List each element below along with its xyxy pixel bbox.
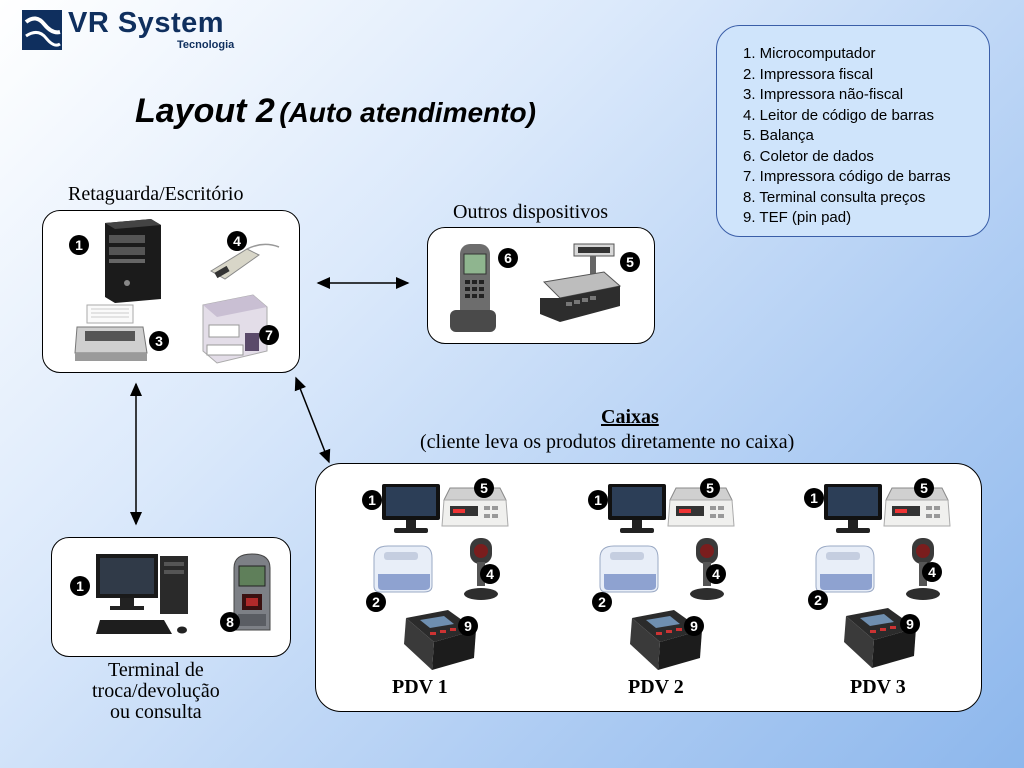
- title-main: Layout 2: [135, 92, 275, 130]
- pdv-group-1: 1 5 4 2 9 PDV 1: [362, 478, 582, 698]
- data-collector-icon: [450, 244, 496, 332]
- badge-2: 2: [592, 592, 612, 612]
- badge-4: 4: [706, 564, 726, 584]
- pdv-label: PDV 1: [392, 676, 448, 698]
- legend-item: 6. Coletor de dados: [743, 147, 874, 165]
- badge-4: 4: [227, 231, 247, 251]
- monitor-icon: [824, 484, 882, 533]
- company-logo: VR System Tecnologia: [22, 7, 237, 54]
- caixas-box: 1 5 4 2 9 PDV 1: [315, 463, 982, 712]
- pdv-group-2: 1 5 4 2 9 PDV 2: [588, 478, 808, 698]
- badge-1: 1: [804, 488, 824, 508]
- legend-item: 5. Balança: [743, 127, 814, 144]
- legend-item: 3. Impressora não-fiscal: [743, 86, 904, 103]
- outros-box: 6 5: [427, 227, 655, 344]
- pin-pad-icon: [630, 610, 702, 670]
- caixas-subtitle: (cliente leva os produtos diretamente no…: [420, 431, 795, 453]
- badge-6: 6: [498, 248, 518, 268]
- pdv-label: PDV 3: [850, 676, 906, 698]
- fiscal-printer-icon: [815, 545, 875, 593]
- arrow-retaguarda-caixas: [294, 376, 331, 464]
- badge-2: 2: [366, 592, 386, 612]
- logo-mark-icon: [22, 10, 62, 50]
- legend-item: 7. Impressora código de barras: [743, 168, 951, 185]
- badge-4: 4: [922, 562, 942, 582]
- monitor-icon: [608, 484, 666, 533]
- logo-name: VR System: [68, 7, 225, 39]
- badge-1: 1: [588, 490, 608, 510]
- device-legend: 1. Microcomputador 2. Impressora fiscal …: [716, 25, 990, 237]
- legend-item: 4. Leitor de código de barras: [743, 106, 934, 124]
- scanner-stand-icon: [690, 538, 724, 600]
- monitor-icon: [382, 484, 440, 533]
- badge-4: 4: [480, 564, 500, 584]
- computer-tower-icon: [105, 219, 161, 303]
- terminal-label-3: ou consulta: [110, 701, 202, 723]
- desktop-computer-icon: [96, 554, 188, 634]
- badge-5: 5: [474, 478, 494, 498]
- badge-7: 7: [259, 325, 279, 345]
- pin-pad-icon: [844, 608, 916, 668]
- badge-3: 3: [149, 331, 169, 351]
- pdv-group-3: 1 5 4 2 9 PDV 3: [804, 478, 980, 698]
- barcode-scanner-icon: [210, 243, 280, 280]
- dot-matrix-printer-icon: [74, 304, 148, 361]
- badge-9: 9: [458, 616, 478, 636]
- fiscal-printer-icon: [599, 545, 659, 593]
- logo-subtitle: Tecnologia: [177, 39, 235, 51]
- caixas-title: Caixas: [601, 406, 659, 428]
- badge-1: 1: [70, 576, 90, 596]
- pdv-label: PDV 2: [628, 676, 684, 698]
- badge-9: 9: [684, 616, 704, 636]
- terminal-label-1: Terminal de: [108, 659, 204, 681]
- title-paren: (Auto atendimento): [279, 97, 536, 128]
- badge-5: 5: [914, 478, 934, 498]
- legend-item: 1. Microcomputador: [743, 45, 876, 62]
- legend-item: 2. Impressora fiscal: [743, 65, 874, 83]
- badge-2: 2: [808, 590, 828, 610]
- badge-5: 5: [620, 252, 640, 272]
- retaguarda-box: 1 4 3 7: [42, 210, 300, 373]
- pin-pad-icon: [404, 610, 476, 670]
- legend-item: 8. Terminal consulta preços: [743, 188, 926, 206]
- badge-1: 1: [69, 235, 89, 255]
- badge-1: 1: [362, 490, 382, 510]
- badge-8: 8: [220, 612, 240, 632]
- outros-label: Outros dispositivos: [453, 201, 609, 223]
- legend-item: 9. TEF (pin pad): [743, 209, 852, 226]
- price-check-terminal-icon: [233, 553, 271, 631]
- badge-9: 9: [900, 614, 920, 634]
- terminal-label-2: troca/devolução: [92, 680, 220, 702]
- fiscal-printer-icon: [373, 545, 433, 593]
- label-scale-icon: [540, 243, 622, 322]
- label-printer-icon: [202, 294, 268, 364]
- page-title: Layout 2 (Auto atendimento): [135, 92, 536, 131]
- retaguarda-label: Retaguarda/Escritório: [68, 183, 244, 205]
- badge-5: 5: [700, 478, 720, 498]
- terminal-box: 1 8: [51, 537, 291, 657]
